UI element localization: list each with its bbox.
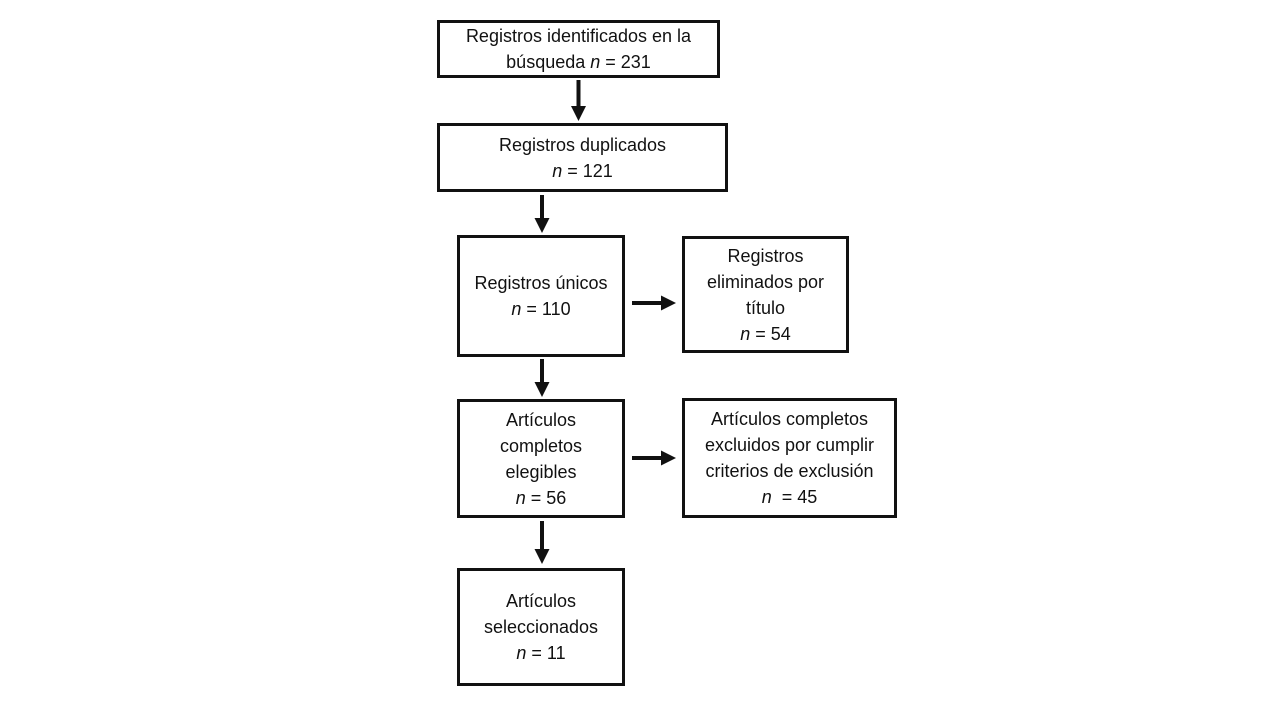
arrow-identified-to-duplicates xyxy=(571,80,586,121)
box-label: eliminados por xyxy=(706,271,825,292)
n-value: = 110 xyxy=(521,299,571,319)
flow-box-eligible-articles: Artículos completos elegibles n = 56 xyxy=(457,399,625,518)
box-n-line: n = 45 xyxy=(762,484,818,510)
n-value: = 54 xyxy=(750,323,791,344)
box-label: excluidos por cumplir xyxy=(704,435,875,455)
n-prefix: búsqueda xyxy=(506,52,591,72)
box-label: completos xyxy=(499,435,583,456)
arrow-duplicates-to-unique xyxy=(534,195,550,233)
n-symbol: n xyxy=(516,643,527,663)
n-value: = 56 xyxy=(525,487,567,508)
box-label: Artículos completos xyxy=(710,409,869,429)
flow-box-duplicate-records: Registros duplicados n = 121 xyxy=(437,123,728,192)
arrow-eligible-to-excluded xyxy=(632,450,676,466)
box-label: criterios de exclusión xyxy=(705,461,874,481)
box-label: Registros duplicados xyxy=(498,134,667,155)
box-label: Artículos xyxy=(505,409,577,430)
box-label: título xyxy=(745,297,786,318)
arrow-unique-to-eligible xyxy=(534,359,550,397)
n-symbol: n xyxy=(740,323,751,344)
box-n-line: n = 56 xyxy=(516,485,567,511)
flow-box-excluded-articles: Artículos completos excluidos por cumpli… xyxy=(682,398,897,518)
n-value: = 45 xyxy=(771,487,818,507)
box-n-line: búsqueda n = 231 xyxy=(506,49,651,75)
box-n-line: n = 54 xyxy=(740,321,791,347)
n-value: = 231 xyxy=(600,52,651,72)
box-n-line: n = 110 xyxy=(511,296,570,322)
arrow-unique-to-removed xyxy=(632,295,676,311)
box-label: Artículos xyxy=(505,591,577,611)
box-label: elegibles xyxy=(505,461,577,482)
flow-box-unique-records: Registros únicos n = 110 xyxy=(457,235,625,357)
n-symbol: n xyxy=(590,52,601,72)
box-label: Registros únicos xyxy=(474,273,608,293)
n-value: = 11 xyxy=(526,643,566,663)
flow-box-selected-articles: Artículos seleccionados n = 11 xyxy=(457,568,625,686)
box-label: Registros xyxy=(727,245,804,266)
n-symbol: n xyxy=(761,487,772,507)
n-value: = 121 xyxy=(562,160,613,181)
box-n-line: n = 11 xyxy=(516,640,565,666)
box-label: seleccionados xyxy=(483,617,599,637)
flow-box-records-identified: Registros identificados en la búsqueda n… xyxy=(437,20,720,78)
n-symbol: n xyxy=(511,299,522,319)
n-symbol: n xyxy=(515,487,526,508)
box-n-line: n = 121 xyxy=(552,158,613,184)
n-symbol: n xyxy=(552,160,563,181)
flow-box-removed-by-title: Registros eliminados por título n = 54 xyxy=(682,236,849,353)
arrow-eligible-to-selected xyxy=(534,521,550,564)
box-label: Registros identificados en la xyxy=(465,26,692,46)
